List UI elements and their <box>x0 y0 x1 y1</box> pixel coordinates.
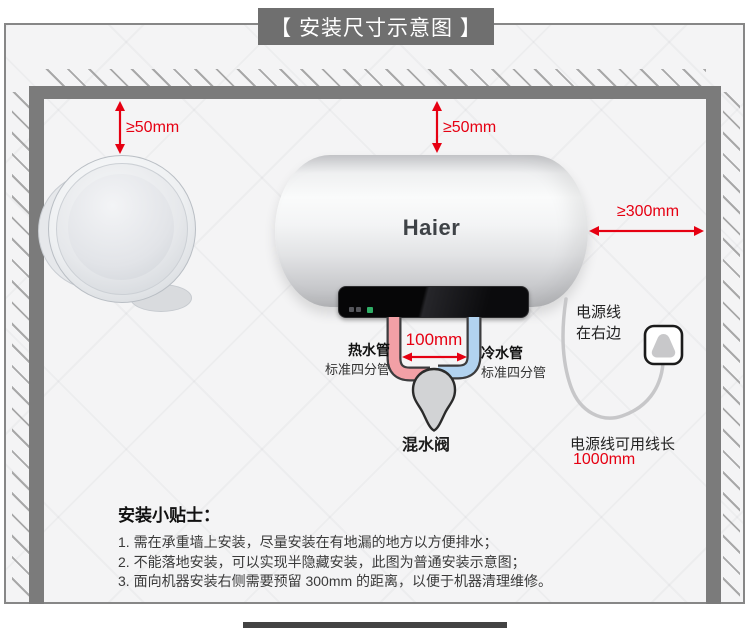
dimension-arrow-right-clearance <box>589 226 704 236</box>
cold-pipe-title: 冷水管 <box>481 345 523 361</box>
wall-hatch-right <box>723 92 740 598</box>
cold-pipe-label: 冷水管 标准四分管 <box>481 344 571 382</box>
power-indicator-icon <box>367 307 373 313</box>
cord-length-label: 电源线可用线长 <box>570 436 676 453</box>
round-heater-ring <box>56 163 188 295</box>
round-heater-face <box>68 174 174 280</box>
dimension-arrow-left-clearance <box>115 101 125 154</box>
cold-pipe-spec: 标准四分管 <box>481 365 547 380</box>
wall-hatch-left <box>12 92 29 598</box>
right-clearance-value: ≥300mm <box>616 203 680 220</box>
tips-item-3: 3. 面向机器安装右侧需要预留 300mm 的距离，以便于机器清理维修。 <box>118 573 553 589</box>
wall-right <box>706 86 721 604</box>
brand-logo: Haier <box>402 215 461 240</box>
tips-heading: 安装小贴士： <box>118 506 220 525</box>
tips-item-2: 2. 不能落地安装，可以实现半隐藏安装，此图为普通安装示意图； <box>118 553 526 570</box>
installation-tips: 安装小贴士： 1. 需在承重墙上安装，尽量安装在有地漏的地方以方便排水； 2. … <box>118 501 658 592</box>
wall-hatch-top <box>44 69 706 86</box>
power-cord <box>561 297 665 420</box>
dimension-arrow-top-clearance <box>432 101 442 153</box>
control-panel <box>338 286 529 318</box>
hot-pipe-title: 热水管 <box>348 342 390 358</box>
left-clearance-value: ≥50mm <box>126 119 180 136</box>
next-section-divider <box>243 622 507 628</box>
hot-water-pipe <box>386 317 430 382</box>
tips-item-1: 1. 需在承重墙上安装，尽量安装在有地漏的地方以方便排水； <box>118 534 498 550</box>
top-clearance-value: ≥50mm <box>443 119 497 136</box>
mixing-valve-icon <box>411 367 457 432</box>
cold-water-pipe <box>438 317 482 380</box>
round-water-heater <box>30 150 210 315</box>
power-cord-position-label: 电源线 在右边 <box>576 302 621 344</box>
round-heater-body <box>48 155 196 303</box>
power-outlet-icon <box>643 324 684 366</box>
hot-pipe-label: 热水管 标准四分管 <box>314 341 390 379</box>
power-cord-position-line1: 电源线 <box>576 304 622 321</box>
mixing-valve-label: 混水阀 <box>402 437 451 454</box>
pipe-spacing-value: 100mm <box>405 330 463 349</box>
panel-indicator-icon <box>349 307 354 312</box>
panel-indicator-icon <box>356 307 361 312</box>
water-heater-body: Haier <box>275 155 588 307</box>
wall-top <box>29 86 721 99</box>
cord-length-value: 1000mm <box>573 451 636 468</box>
power-cord-position-line2: 在右边 <box>576 325 622 342</box>
page-title: 【 安装尺寸示意图 】 <box>258 8 494 45</box>
hot-pipe-spec: 标准四分管 <box>324 362 390 377</box>
dimension-arrow-pipe-spacing <box>402 352 467 362</box>
